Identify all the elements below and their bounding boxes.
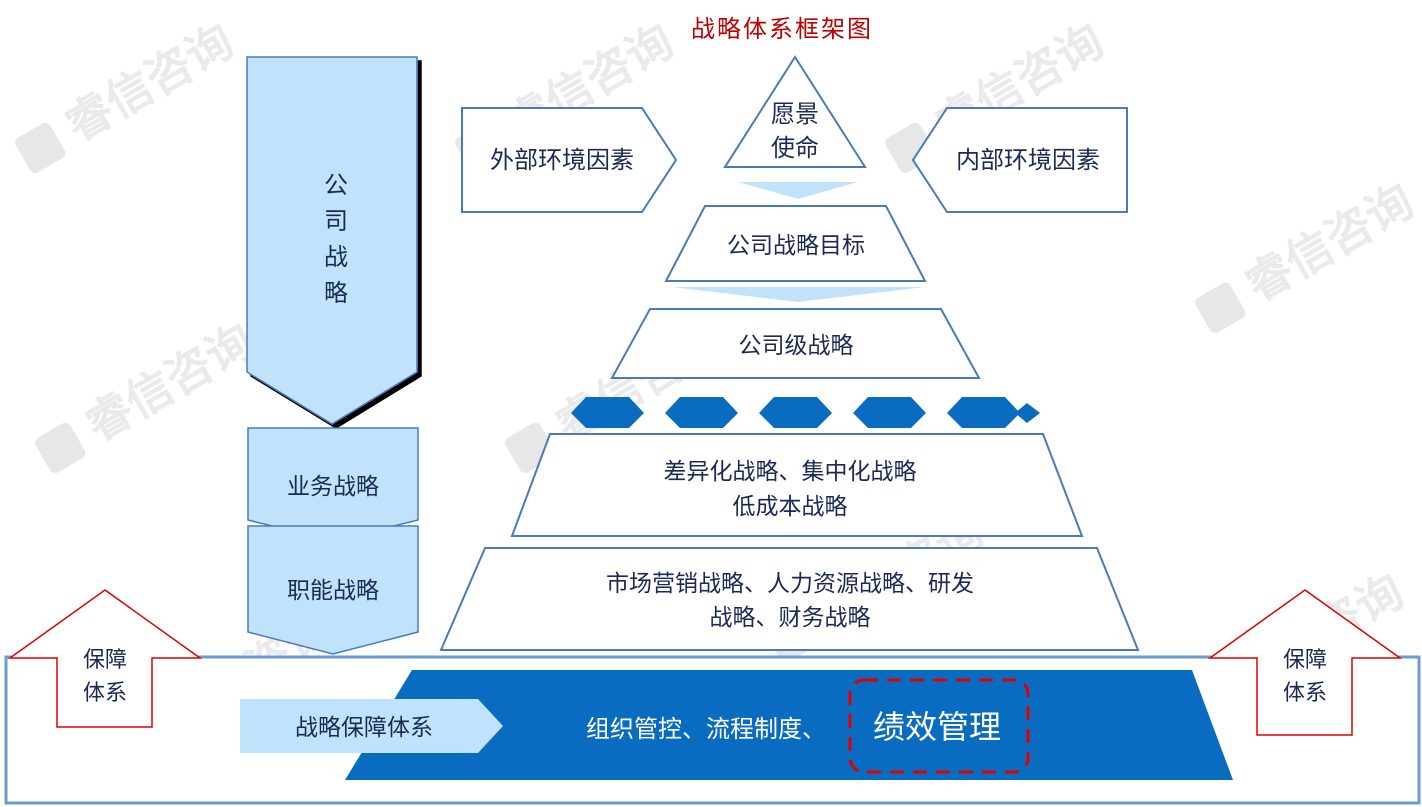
corporate-goal-label: 公司战略目标 (727, 233, 865, 259)
functional-level-tier (439, 547, 1140, 651)
support-system-label-arrow (240, 699, 503, 753)
functional-level-line1: 市场营销战略、人力资源战略、研发 (606, 571, 974, 597)
support-system-base (345, 670, 1233, 780)
functional-strategy-label: 职能战略 (287, 578, 379, 604)
vision-label: 愿景 (771, 100, 819, 128)
double-arrow-band (571, 397, 1040, 428)
connector-arrow-1 (738, 182, 858, 199)
vision-mission-apex (723, 55, 867, 168)
corporate-strategy-char: 战 (324, 243, 348, 271)
right-support-line1: 保障 (1283, 648, 1327, 673)
left-support-line1: 保障 (83, 648, 127, 673)
corporate-strategy-arrow (246, 56, 418, 425)
double-arrow-1 (571, 397, 644, 428)
business-strategy-label: 业务战略 (287, 474, 379, 500)
connector-arrow-2 (672, 287, 925, 302)
support-system-label: 战略保障体系 (295, 715, 433, 741)
right-support-line2: 体系 (1283, 681, 1327, 706)
support-items-text: 组织管控、流程制度、 (586, 715, 826, 743)
internal-factor-label: 内部环境因素 (956, 146, 1100, 174)
functional-level-line2: 战略、财务战略 (710, 605, 871, 631)
diagram-title: 战略体系框架图 (691, 15, 873, 43)
mission-label: 使命 (771, 134, 819, 162)
corporate-level-tier (610, 308, 981, 379)
watermark-4: 睿信咨询 (1195, 173, 1422, 333)
corporate-level-label: 公司级战略 (739, 333, 854, 359)
double-arrow-tip (1015, 403, 1040, 423)
functional-strategy-chevron (247, 525, 419, 655)
double-arrow-4 (853, 397, 926, 428)
business-level-line1: 差异化战略、集中化战略 (664, 459, 917, 485)
watermark-text: 睿信咨询 (1236, 173, 1422, 312)
double-arrow-5 (947, 397, 1020, 428)
double-arrow-3 (759, 397, 832, 428)
internal-factor-box (911, 107, 1128, 213)
corporate-strategy-char: 公 (324, 171, 348, 199)
double-arrow-2 (665, 397, 738, 428)
performance-management-label: 绩效管理 (873, 708, 1001, 746)
watermark-text: 睿信咨询 (76, 313, 262, 452)
business-level-line2: 低成本战略 (733, 494, 848, 520)
watermark-text: 睿信咨询 (56, 13, 242, 152)
business-level-tier (510, 433, 1084, 537)
corporate-goal-tier (664, 205, 927, 282)
left-support-up-arrow (7, 589, 203, 728)
external-factor-box (461, 107, 678, 213)
corporate-strategy-char: 司 (324, 207, 348, 235)
watermark-1: 睿信咨询 (15, 13, 242, 173)
left-support-line2: 体系 (83, 681, 127, 706)
corporate-strategy-char: 略 (324, 279, 348, 307)
external-factor-label: 外部环境因素 (490, 146, 634, 174)
right-support-up-arrow (1207, 589, 1403, 736)
watermark-5: 睿信咨询 (35, 313, 262, 473)
corporate-strategy-label: 公 司 战 略 (324, 171, 348, 307)
performance-highlight-box (848, 678, 1030, 774)
